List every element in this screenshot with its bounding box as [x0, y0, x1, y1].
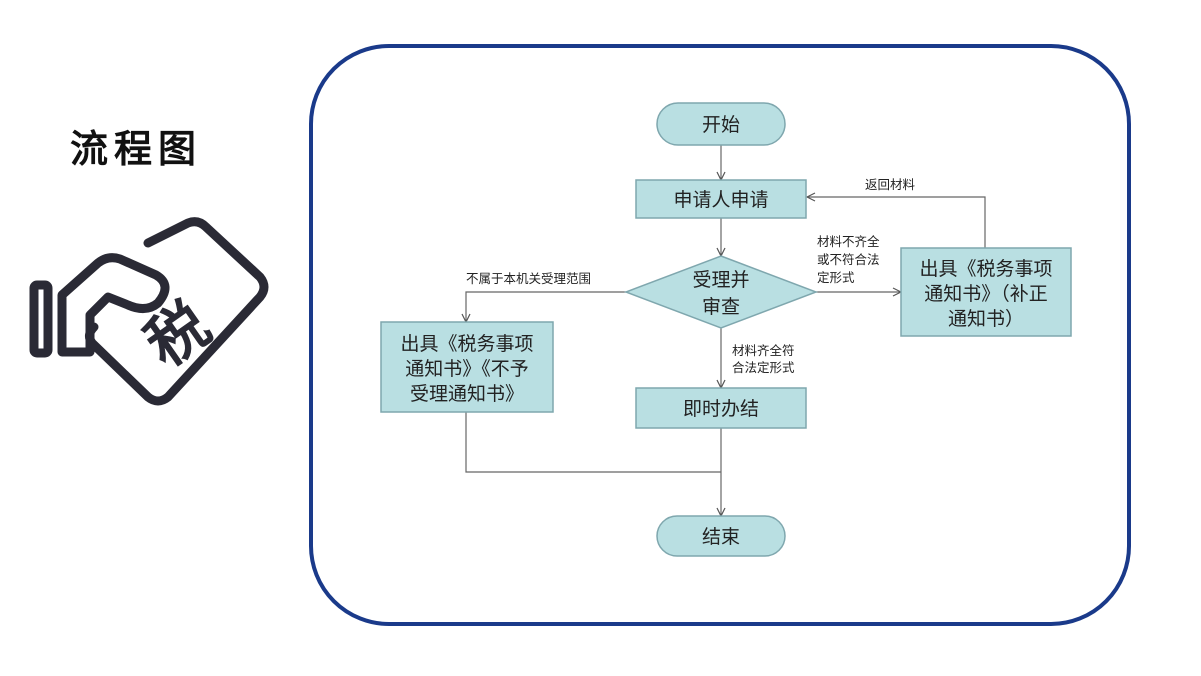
edge-label-complete-1: 材料齐全符	[732, 343, 795, 358]
edge-review-reject	[466, 291, 626, 322]
node-reject-label-3: 受理通知书》	[410, 383, 524, 405]
node-complete: 即时办结	[635, 387, 807, 429]
node-apply: 申请人申请	[635, 179, 807, 219]
page-title: 流程图	[70, 126, 203, 171]
node-review-label-2: 审查	[702, 296, 740, 318]
node-correction-label-3: 通知书）	[948, 308, 1024, 330]
node-review-label-1: 受理并	[692, 269, 749, 291]
diagram-frame	[309, 44, 1131, 626]
node-end-label: 结束	[702, 526, 740, 548]
node-correction: 出具《税务事项 通知书》（补正 通知书）	[900, 247, 1072, 337]
node-complete-label: 即时办结	[683, 398, 759, 420]
edge-label-incomplete-3: 定形式	[817, 270, 855, 285]
node-end: 结束	[656, 515, 786, 557]
node-correction-label-1: 出具《税务事项	[919, 258, 1052, 280]
node-reject: 出具《税务事项 通知书》《不予 受理通知书》	[380, 321, 554, 413]
node-review: 受理并 审查	[623, 255, 819, 329]
edge-label-incomplete-1: 材料不齐全	[817, 234, 880, 249]
edge-correction-apply	[807, 197, 986, 248]
node-correction-label-2: 通知书》（补正	[924, 283, 1048, 305]
edge-label-incomplete-2: 或不符合法	[817, 252, 880, 267]
hand-tax-card-icon: 税	[29, 217, 269, 406]
node-reject-label-2: 通知书》《不予	[405, 358, 529, 380]
node-start: 开始	[656, 102, 786, 146]
node-reject-label-1: 出具《税务事项	[400, 333, 533, 355]
node-apply-label: 申请人申请	[673, 189, 768, 211]
edge-label-return: 返回材料	[865, 177, 916, 192]
node-start-label: 开始	[702, 114, 740, 136]
edge-label-out-of-scope: 不属于本机关受理范围	[466, 271, 591, 286]
edge-reject-end	[465, 412, 721, 473]
edge-label-complete-2: 合法定形式	[732, 360, 795, 375]
